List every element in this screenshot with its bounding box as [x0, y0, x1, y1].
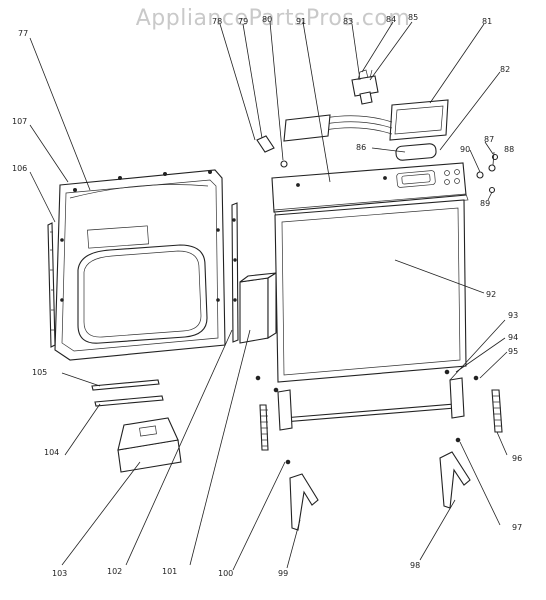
callout-86: 86: [356, 143, 366, 152]
callout-98: 98: [410, 561, 420, 570]
callout-105: 105: [32, 368, 47, 377]
callout-91: 91: [296, 17, 306, 26]
callout-labels: 77 107 106 105 104 103 102 101 100 99 98…: [12, 13, 522, 578]
callout-81: 81: [482, 17, 492, 26]
small-bracket: [256, 135, 288, 168]
right-door-strip: [231, 202, 239, 343]
callout-79: 79: [238, 17, 248, 26]
leader-lines: [29, 21, 508, 571]
callout-89: 89: [480, 199, 490, 208]
callout-102: 102: [107, 567, 122, 576]
callout-99: 99: [278, 569, 288, 578]
callout-103: 103: [52, 569, 67, 578]
callout-97: 97: [512, 523, 522, 532]
callout-94: 94: [508, 333, 518, 342]
vent-handle: [117, 417, 182, 473]
watermark: AppliancePartsPros.com: [135, 6, 411, 31]
inner-door-liner: [274, 199, 467, 383]
bottom-trim: [91, 379, 164, 407]
callout-107: 107: [12, 117, 27, 126]
dispenser-box: [239, 272, 277, 344]
hinge-assembly: [255, 369, 503, 531]
callout-93: 93: [508, 311, 518, 320]
callout-90: 90: [460, 145, 470, 154]
outer-door-panel: [54, 169, 226, 361]
callout-88: 88: [504, 145, 514, 154]
display-board: [389, 99, 449, 141]
callout-77: 77: [18, 29, 28, 38]
side-gasket: [47, 222, 56, 348]
callout-83: 83: [343, 17, 353, 26]
callout-78: 78: [212, 17, 222, 26]
control-panel: [271, 162, 469, 217]
callout-95: 95: [508, 347, 518, 356]
callout-85: 85: [408, 13, 418, 22]
callout-101: 101: [162, 567, 177, 576]
callout-96: 96: [512, 454, 522, 463]
callout-80: 80: [262, 15, 272, 24]
callout-106: 106: [12, 164, 27, 173]
callout-87: 87: [484, 135, 494, 144]
door-latch: [351, 69, 379, 105]
callout-100: 100: [218, 569, 233, 578]
callout-92: 92: [486, 290, 496, 299]
callout-104: 104: [44, 448, 59, 457]
callout-82: 82: [500, 65, 510, 74]
callout-84: 84: [386, 15, 396, 24]
